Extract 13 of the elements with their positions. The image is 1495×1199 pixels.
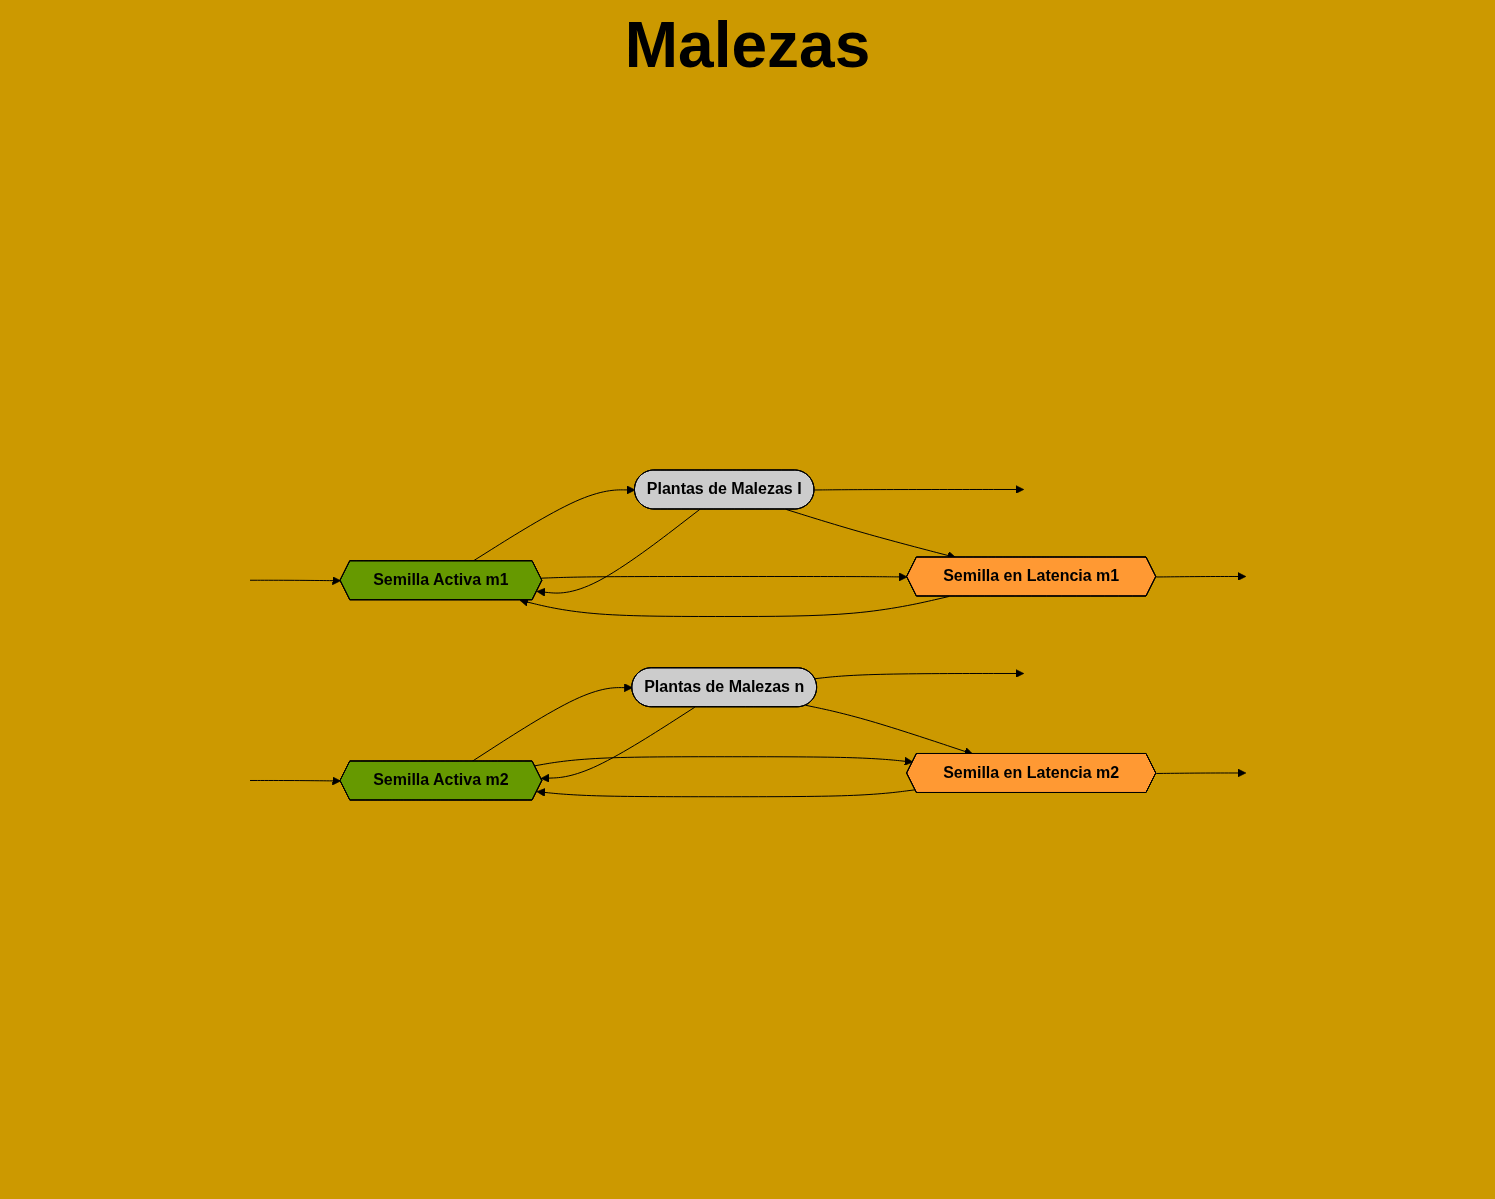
arrow: [813, 485, 1024, 494]
arrow: [536, 509, 700, 597]
arrow: [1155, 768, 1246, 778]
arrow: [814, 669, 1024, 680]
arrow: [519, 596, 950, 617]
arrow: [536, 788, 916, 798]
arrow: [540, 706, 695, 783]
arrow: [1155, 572, 1246, 581]
arrow: [540, 572, 908, 582]
diagram-title: Malezas: [623, 8, 872, 82]
arrow: [249, 776, 341, 786]
arrow: [249, 576, 341, 586]
arrow: [533, 756, 913, 767]
